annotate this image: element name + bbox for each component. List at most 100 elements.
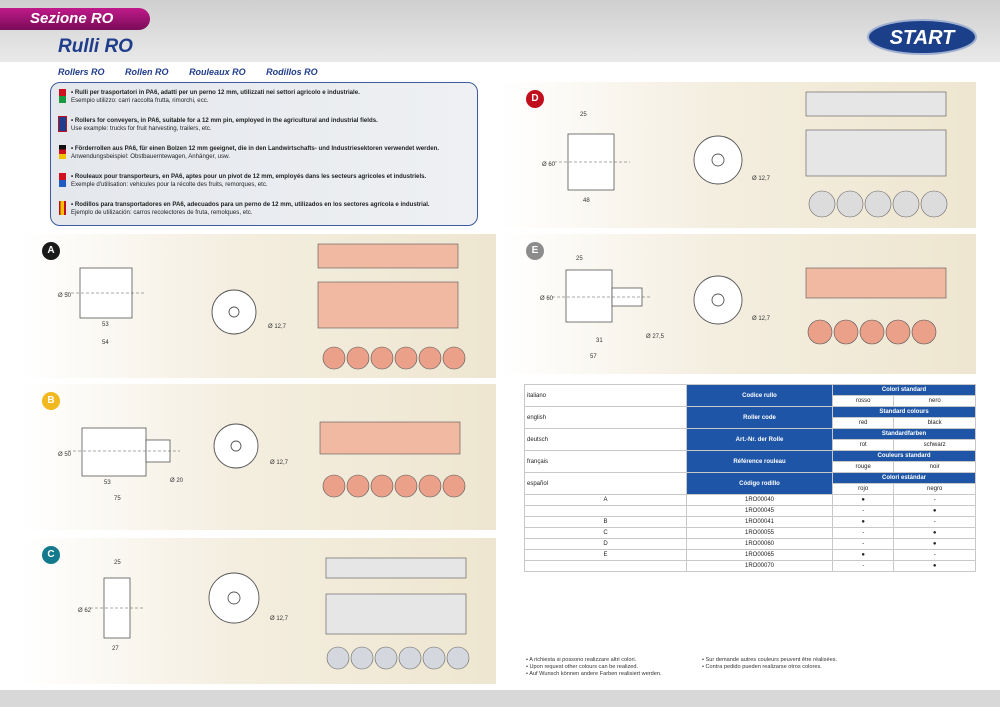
color-red-es: rojo: [831, 483, 895, 495]
panel-c: C 25 Ø 62 27 Ø 12,7: [20, 538, 496, 684]
italy-flag-icon: [59, 89, 66, 103]
drawing-e: 25 Ø 60 31 57 Ø 27,5 Ø 12,7: [540, 256, 947, 360]
dim-a-2: 54: [102, 340, 109, 346]
note-en: • Upon request other colours can be real…: [526, 664, 639, 670]
hub-a: Ø 12,7: [268, 324, 287, 330]
france-flag-icon: [59, 173, 66, 187]
lang-fr-example: Exemple d'utilisation: vehicules pour la…: [71, 181, 268, 188]
code-header-it: Codice rullo: [686, 384, 833, 407]
subtitle-es: Rodillos RO: [266, 67, 318, 77]
lang-de-example: Anwendungsbeispiel: Obstbauerntewagen, A…: [71, 153, 230, 160]
code-header-es: Código rodillo: [686, 472, 833, 495]
dim-c-2: 27: [112, 646, 119, 652]
notes-right: • Sur demande autres couleurs peuvent êt…: [702, 657, 837, 671]
code-header-fr: Référence rouleau: [686, 450, 833, 473]
badge-e: E: [526, 242, 544, 260]
dim-e-3: 57: [590, 354, 597, 360]
lang-fr-text: • Rouleaux pour transporteurs, en PA6, a…: [71, 173, 427, 180]
dim-a-0: Ø 50: [58, 293, 72, 299]
footer-band: [0, 690, 1000, 707]
germany-flag-icon: [59, 145, 66, 159]
colors-header-it: Colori standard: [832, 384, 976, 396]
color-black-it: nero: [893, 395, 976, 407]
color-red-it: rosso: [831, 395, 895, 407]
hub-e: Ø 12,7: [752, 316, 771, 322]
lang-es-text: • Rodillos para transportadores en PA6, …: [71, 201, 430, 208]
dim-d-0: 25: [580, 112, 587, 118]
hub-d: Ø 12,7: [752, 176, 771, 182]
dim-e-1: Ø 60: [540, 296, 554, 302]
lang-cell-es: español: [524, 472, 687, 495]
subtitle-de: Rollen RO: [125, 67, 169, 77]
logo-text: START: [890, 27, 957, 49]
badge-a: A: [42, 242, 60, 260]
dim-d-2: 48: [583, 198, 590, 204]
description-box: • Rulli per trasportatori in PA6, adatti…: [50, 82, 478, 226]
colors-header-en: Standard colours: [832, 406, 976, 418]
table-row: 1RO00070-●: [524, 560, 976, 572]
color-black-de: schwarz: [893, 439, 976, 451]
page-title: Rulli RO: [58, 36, 133, 57]
panel-e: E 25 Ø 60 31 57 Ø 27,5 Ø 12,7: [500, 234, 976, 374]
lang-en-example: Use example: trucks for fruit harvesting…: [71, 125, 212, 132]
lang-cell-it: italiano: [524, 384, 687, 407]
hub-b: Ø 12,7: [270, 460, 289, 466]
section-tab: Sezione RO: [0, 8, 150, 30]
notes-left: • A richiesta si possono realizzare altr…: [526, 657, 662, 678]
drawing-b: Ø 50 53 75 Ø 20 Ø 12,7: [58, 421, 466, 502]
table-lang-row: italiano Codice rullo Colori standard: [524, 384, 976, 407]
dim-c-1: Ø 62: [78, 608, 92, 614]
badge-d: D: [526, 90, 544, 108]
dim-b-3: Ø 20: [170, 478, 184, 484]
dim-c-0: 25: [114, 560, 121, 566]
lang-es: • Rodillos para transportadores en PA6, …: [59, 201, 471, 217]
drawing-c: 25 Ø 62 27 Ø 12,7: [78, 557, 470, 670]
lang-it-text: • Rulli per trasportatori in PA6, adatti…: [71, 89, 360, 96]
subtitle-fr: Rouleaux RO: [189, 67, 246, 77]
lang-en-text: • Rollers for conveyers, in PA6, suitabl…: [71, 117, 378, 124]
note-es: • Contra pedido pueden realizarse otros …: [702, 664, 822, 670]
dim-e-2: 31: [596, 338, 603, 344]
subtitles: Rollers RO Rollen RO Rouleaux RO Rodillo…: [58, 67, 336, 77]
uk-flag-icon: [58, 116, 67, 132]
color-black-en: black: [893, 417, 976, 429]
code-header-en: Roller code: [686, 406, 833, 429]
color-black-es: negro: [893, 483, 976, 495]
code-header-de: Art.-Nr. der Rolle: [686, 428, 833, 451]
color-table: italiano Codice rullo Colori standard ro…: [524, 384, 976, 572]
lang-en: • Rollers for conveyers, in PA6, suitabl…: [58, 116, 471, 133]
lang-es-example: Ejemplo de utilización: carros recolecto…: [71, 209, 253, 216]
dim-b-2: 75: [114, 496, 121, 502]
dim-b-0: Ø 50: [58, 452, 72, 458]
color-red-de: rot: [831, 439, 895, 451]
badge-c: C: [42, 546, 60, 564]
subtitle-en: Rollers RO: [58, 67, 105, 77]
hub-c: Ø 12,7: [270, 616, 289, 622]
lang-cell-en: english: [524, 406, 687, 429]
start-logo: START: [867, 19, 977, 55]
lang-de: • Förderrollen aus PA6, für einen Bolzen…: [59, 145, 471, 161]
colors-header-fr: Couleurs standard: [832, 450, 976, 462]
dim-b-1: 53: [104, 480, 111, 486]
colors-header-es: Colori estándar: [832, 472, 976, 484]
panel-b: B Ø 50 53 75 Ø 20 Ø 12,7: [20, 384, 496, 530]
badge-b: B: [42, 392, 60, 410]
lang-fr: • Rouleaux pour transporteurs, en PA6, a…: [59, 173, 471, 189]
panel-d: D 25 Ø 60 48 Ø 12,7: [500, 82, 976, 228]
table-row: 1RO00045-●: [524, 505, 976, 517]
note-it: • A richiesta si possono realizzare altr…: [526, 657, 637, 663]
note-fr: • Sur demande autres couleurs peuvent êt…: [702, 657, 838, 663]
drawing-d: 25 Ø 60 48 Ø 12,7: [542, 91, 948, 218]
lang-it-example: Esempio utilizzo: carri raccolta frutta,…: [71, 97, 209, 104]
header-band: [0, 0, 1000, 62]
lang-cell-fr: français: [524, 450, 687, 473]
lang-de-text: • Förderrollen aus PA6, für einen Bolzen…: [71, 145, 440, 152]
dim-a-1: 53: [102, 322, 109, 328]
lang-it: • Rulli per trasportatori in PA6, adatti…: [59, 89, 471, 105]
colors-header-de: Standardfarben: [832, 428, 976, 440]
color-red-fr: rouge: [831, 461, 895, 473]
